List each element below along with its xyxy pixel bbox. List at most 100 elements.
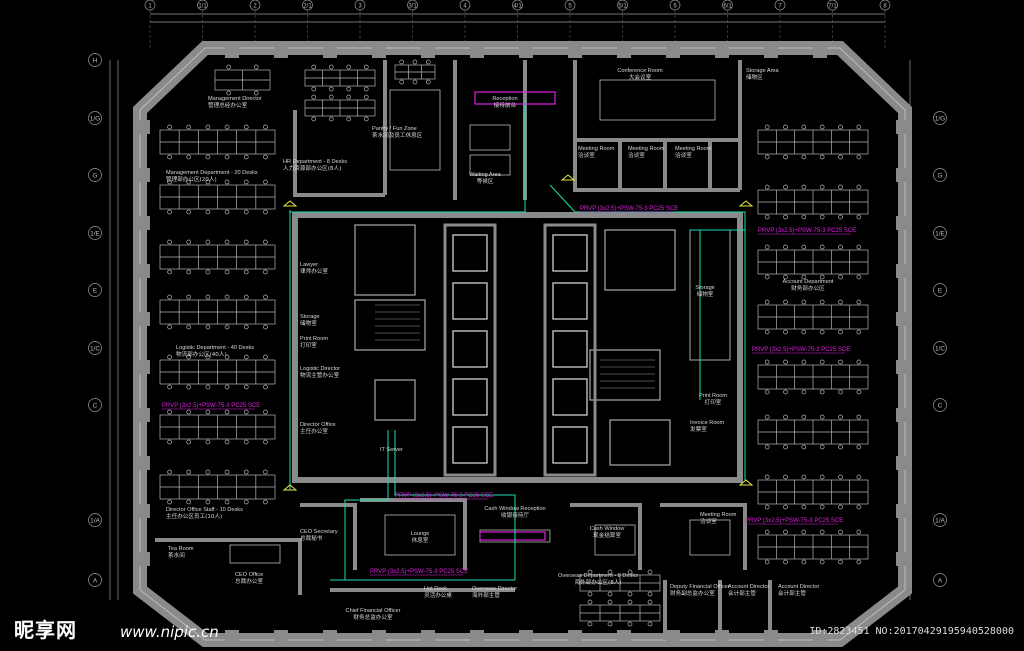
grid-bubble-left: G [88,168,102,182]
room-name-cn: 现金结算室 [593,531,621,539]
grid-bubble-top: 4 [459,0,471,48]
room-name-cn: 洽谈室 [578,151,595,159]
column [134,456,150,470]
room-label-logistic-dept: Logistic Department - 40 Desks物流部办公区(40人… [176,345,254,358]
cable-outlets [282,174,754,491]
room-name-cn: 收银接待厅 [501,511,529,519]
elevator-car [452,282,488,320]
grid-bubble-top: 6/1 [722,0,733,48]
column [225,42,239,58]
room-name-cn: 大会议室 [629,73,652,81]
room-name-en: Account Director [728,584,769,590]
grid-label: 5/1 [618,4,627,10]
cable-spec-label: PRVP (3x2.5)+PSW-75-3 PC25 SCE [395,493,493,499]
room-label-it-server: IT Server [380,447,403,453]
column [421,42,435,58]
desk-cluster [159,469,276,505]
room-name-en: Hot Desk [424,586,447,592]
grid-bubble-right: 1/C [933,341,947,355]
desk-cluster [159,294,276,330]
room-name-en: Pantry / Fun Zone [372,126,417,132]
elevator-car [552,234,588,272]
room-name-cn: 等候区 [477,177,494,185]
room-name-cn: 接待前台 [494,101,517,109]
room-name-en: Deputy Financial Officer [670,584,730,590]
room-name-en: Cash Window [590,526,625,532]
elevator-car [552,282,588,320]
watermark-logo: 昵享网 [14,618,77,642]
desk-cluster [159,239,276,275]
desk-cluster [757,359,869,395]
grid-label: 3 [358,4,362,10]
room-name-cn: 物流主管办公室 [300,371,340,379]
grid-bubble-left: E [88,283,102,297]
grid-bubble-left: H [88,53,102,67]
grid-bubble-left: 1/G [88,111,102,125]
desk-cluster [394,59,436,85]
grid-bubble-top: 3/1 [407,0,418,48]
column [896,456,912,470]
grid-label: 6/1 [723,4,732,10]
elevator-car [452,378,488,416]
column [896,552,912,566]
elevator-bank [443,223,497,477]
room-name-cn: 会计部主管 [778,589,806,597]
elevator-shafts [443,223,597,477]
room-name-cn: 物流部办公区(40人) [176,350,227,358]
grid-bubble-top: 7 [774,0,786,48]
grid-bubble-right: C [933,398,947,412]
room-name-en: Logistic Department - 40 Desks [176,345,254,351]
room-name-en: Management Department - 20 Desks [166,170,258,176]
watermark-url[interactable]: www.nipic.cn [120,623,219,641]
column [519,630,533,646]
room-name-en: Logistic Director [300,366,340,372]
column [896,264,912,278]
room-name-cn: 管理总经办公室 [208,101,248,109]
elevator-car [452,234,488,272]
desk-cluster [214,64,271,96]
grid-bubble-top: 1/1 [197,0,208,48]
grid-label: A [93,578,98,585]
column [372,42,386,58]
column [715,42,729,58]
room-name-cn: 储物区 [746,73,763,81]
grid-bubble-left: 1/C [88,341,102,355]
column [568,630,582,646]
column [896,168,912,182]
room-name-cn: 管理部办公区(20人) [166,175,217,183]
grid-label: 1/A [90,518,100,525]
room-name-en: Print Room [699,393,727,399]
grid-label: C [93,403,98,410]
room-name-en: Chief Financial Officer [346,608,401,614]
column [134,168,150,182]
column [896,216,912,230]
room-name-cn: 发票室 [690,425,707,433]
grid-label: G [937,173,942,180]
room-name-en: Conference Room [617,68,663,74]
room-name-en: IT Server [380,447,403,453]
desk-cluster [757,124,869,160]
grid-label: 6 [673,4,677,10]
grid-bubble-top: 7/1 [827,0,838,48]
room-name-cn: 财务总监办公室 [353,613,393,621]
grid-bubble-right: 1/E [933,226,947,240]
grid-label: 1/1 [198,4,207,10]
cable-spec-label: PRVP (3x2.5)+PSW-75-3 PC25 SCE [752,347,850,353]
grid-label: E [93,288,98,295]
room-name-en: CEO Office [235,572,263,578]
cable-labels: PRVP (3x2.5)+PSW-75-3 PC25 SCE PRVP (3x2.… [162,206,856,576]
room-name-en: Management Director [208,96,262,102]
